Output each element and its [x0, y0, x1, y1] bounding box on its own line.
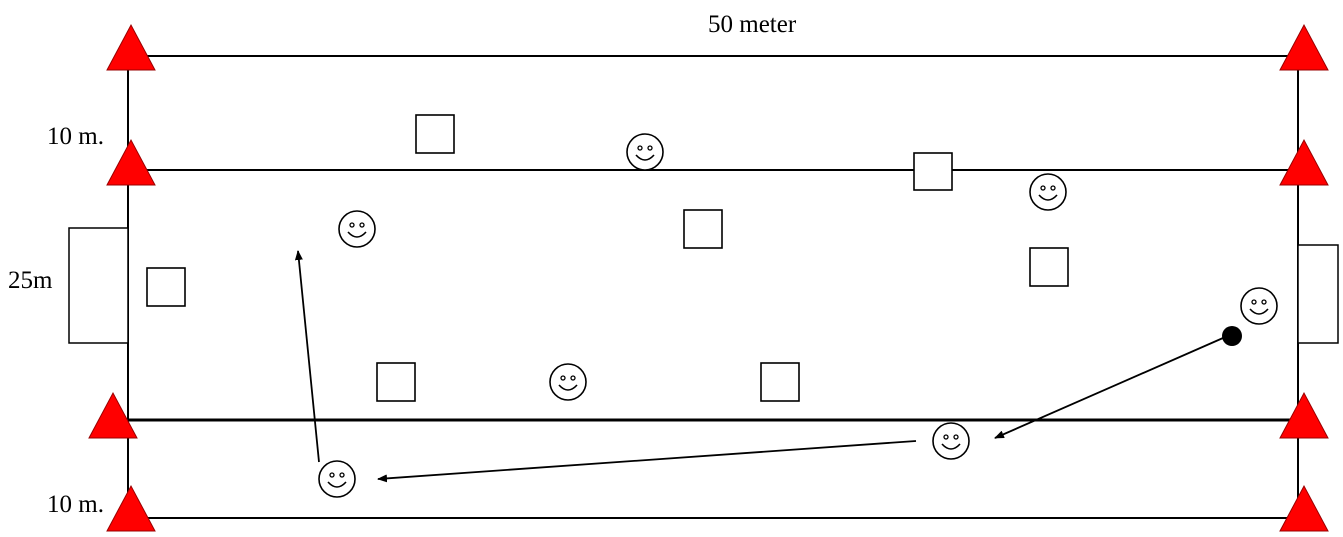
pass-arrow	[377, 440, 917, 483]
square-marker	[415, 114, 455, 154]
player-smiley-icon	[1029, 173, 1067, 211]
pass-arrow	[294, 250, 320, 463]
ball-icon	[1222, 326, 1242, 346]
square-marker	[913, 152, 953, 191]
player-smiley-icon	[338, 210, 376, 248]
cone-icon	[88, 392, 138, 439]
square-marker	[760, 362, 800, 402]
pass-arrow	[994, 337, 1224, 439]
square-marker	[683, 209, 723, 249]
player-smiley-icon	[318, 460, 356, 498]
square-marker	[146, 267, 186, 307]
cone-icon	[1279, 392, 1329, 439]
middle-zone-label: 25m	[8, 267, 53, 294]
top-zone-label: 10 m.	[47, 123, 104, 150]
player-smiley-icon	[1240, 287, 1278, 325]
right-goal	[1297, 244, 1339, 344]
cone-icon	[106, 24, 156, 71]
cone-icon	[1279, 485, 1329, 532]
cone-icon	[1279, 139, 1329, 186]
width-label: 50 meter	[708, 11, 797, 38]
player-smiley-icon	[549, 363, 587, 401]
bottom-zone-label: 10 m.	[47, 491, 104, 518]
left-goal	[68, 227, 129, 344]
square-marker	[376, 362, 416, 402]
cone-icon	[106, 139, 156, 186]
player-smiley-icon	[626, 133, 664, 171]
player-smiley-icon	[932, 422, 970, 460]
square-marker	[1029, 247, 1069, 287]
cone-icon	[106, 485, 156, 532]
cone-icon	[1279, 24, 1329, 71]
